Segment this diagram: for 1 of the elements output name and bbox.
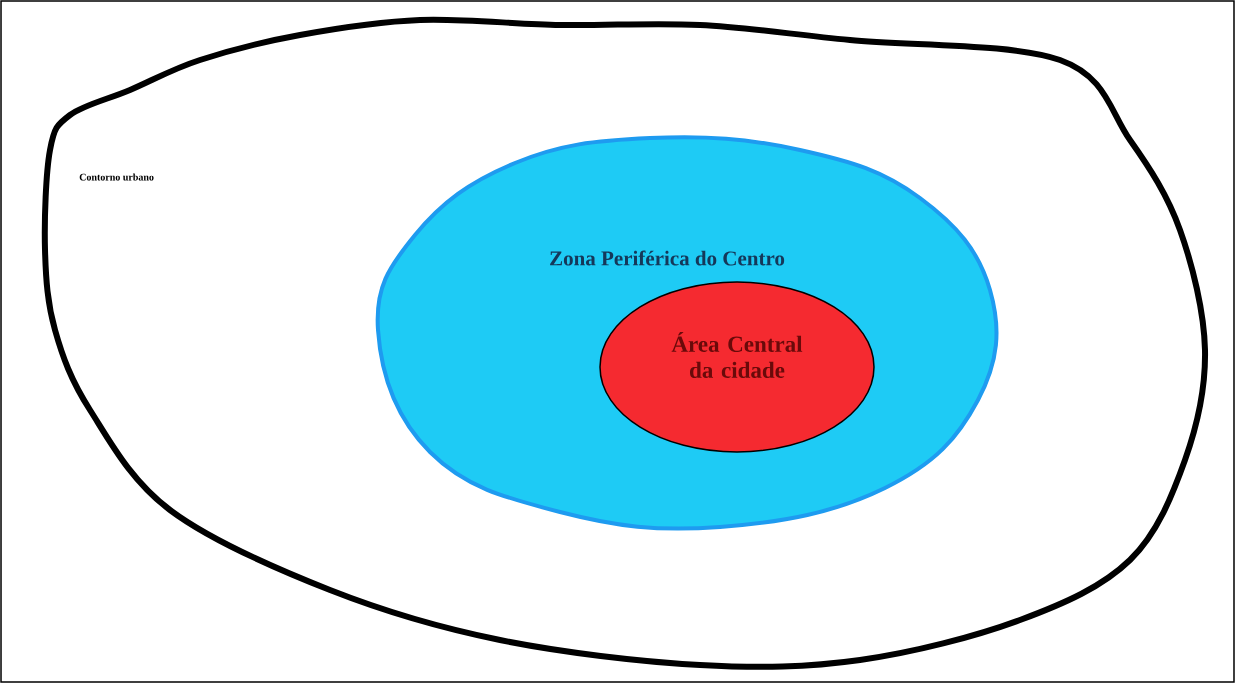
central-area: Área Central da cidade [599, 281, 875, 453]
